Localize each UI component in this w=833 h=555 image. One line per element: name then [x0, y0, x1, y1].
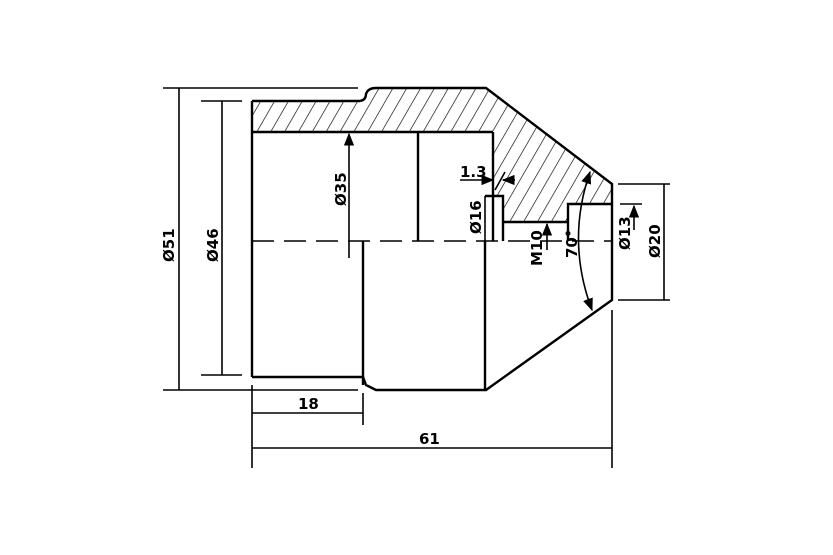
dim-flange-diameter: Ø46: [201, 100, 242, 376]
svg-text:70°: 70°: [563, 230, 581, 258]
dim-thread: M10: [528, 222, 553, 266]
dim-groove-width: 1.3: [460, 163, 515, 191]
dim-tip-diameter: Ø20: [618, 183, 670, 301]
svg-text:Ø51: Ø51: [160, 228, 178, 262]
part-outline: [250, 86, 614, 392]
svg-text:18: 18: [298, 395, 319, 413]
dim-bore-diameter: Ø35: [332, 132, 355, 258]
dim-cone-angle: 70°: [563, 170, 593, 312]
svg-text:M10: M10: [528, 230, 546, 266]
dim-overall-length: 61: [252, 310, 613, 468]
dim-tip-bore-diameter: Ø13: [616, 203, 642, 250]
svg-text:Ø46: Ø46: [204, 228, 222, 262]
svg-text:61: 61: [419, 430, 440, 448]
dim-relief-diameter: Ø16: [467, 196, 486, 241]
svg-text:Ø16: Ø16: [467, 200, 485, 234]
svg-text:Ø35: Ø35: [332, 172, 350, 206]
dim-outer-diameter: Ø51: [160, 87, 358, 391]
hatched-section: [252, 88, 612, 222]
svg-text:Ø13: Ø13: [616, 216, 634, 250]
svg-text:1.3: 1.3: [460, 163, 487, 181]
svg-text:Ø20: Ø20: [646, 224, 664, 258]
dim-step-length: 18: [251, 385, 364, 468]
